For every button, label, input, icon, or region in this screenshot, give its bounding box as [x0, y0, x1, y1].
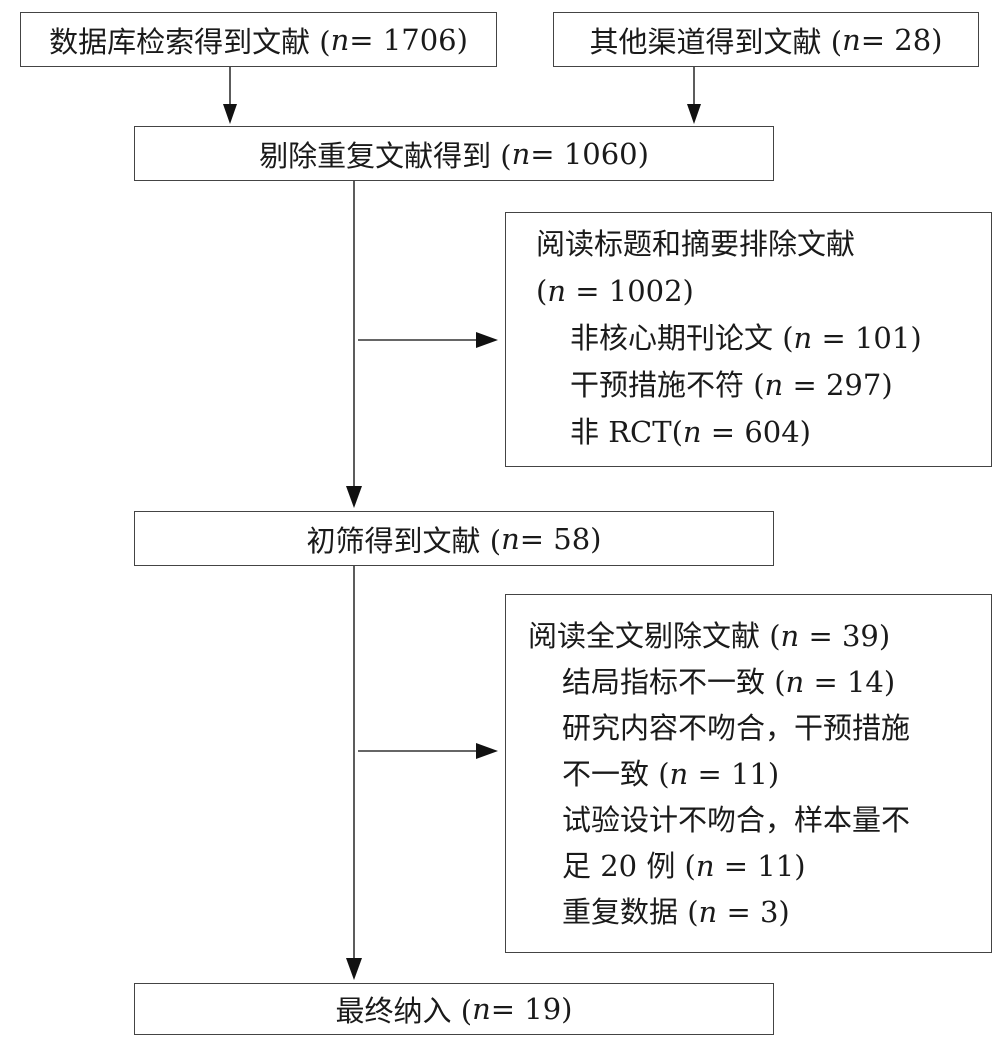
n-symbol: n	[501, 521, 520, 556]
exclusion-1-title: 阅读标题和摘要排除文献	[536, 227, 856, 261]
deduplication-count: = 1060)	[530, 136, 649, 171]
exclusion-1-total: (n = 1002)	[536, 274, 694, 308]
exclusion-1-item-non-core-journal: 非核心期刊论文 (n = 101)	[570, 321, 922, 355]
n-symbol: n	[511, 136, 531, 171]
initial-screening-label: 初筛得到文献 (	[306, 523, 502, 558]
initial-screening-box: 初筛得到文献 (n = 58)	[134, 511, 774, 566]
n-symbol: n	[842, 22, 861, 57]
final-included-count: = 19)	[490, 992, 573, 1026]
n-symbol: n	[330, 22, 350, 57]
database-search-box: 数据库检索得到文献 (n = 1706)	[20, 12, 497, 67]
exclusion-2-item-design-line2: 足 20 例 (n = 11)	[562, 849, 806, 883]
final-included-label: 最终纳入 (	[335, 994, 473, 1028]
other-sources-count: = 28)	[860, 22, 943, 57]
exclusion-2-item-content-line1: 研究内容不吻合，干预措施	[562, 711, 911, 745]
n-symbol: n	[472, 992, 491, 1026]
arrowhead-db-to-dedup	[223, 104, 237, 124]
exclusion-1-item-intervention-mismatch: 干预措施不符 (n = 297)	[570, 368, 893, 402]
initial-screening-count: = 58)	[519, 521, 602, 556]
arrowhead-exclusion-1	[476, 332, 498, 348]
final-included-box: 最终纳入 (n = 19)	[134, 983, 774, 1035]
exclusion-2-item-outcome: 结局指标不一致 (n = 14)	[562, 665, 896, 699]
full-text-exclusion-box: 阅读全文剔除文献 (n = 39) 结局指标不一致 (n = 14) 研究内容不…	[505, 594, 992, 953]
other-sources-label: 其他渠道得到文献 (	[589, 24, 843, 59]
exclusion-2-item-duplicate: 重复数据 (n = 3)	[562, 895, 790, 929]
deduplication-box: 剔除重复文献得到 (n = 1060)	[134, 126, 774, 181]
exclusion-2-item-content-line2: 不一致 (n = 11)	[562, 757, 780, 791]
arrowhead-exclusion-2	[476, 743, 498, 759]
exclusion-2-title: 阅读全文剔除文献 (n = 39)	[528, 619, 891, 653]
other-sources-box: 其他渠道得到文献 (n = 28)	[553, 12, 979, 67]
arrowhead-screen-to-final	[346, 958, 362, 980]
arrowhead-dedup-to-screen	[346, 486, 362, 508]
deduplication-label: 剔除重复文献得到 (	[259, 138, 512, 173]
database-search-label: 数据库检索得到文献 (	[49, 24, 331, 59]
database-search-count: = 1706)	[349, 22, 468, 57]
exclusion-1-item-non-rct: 非 RCT(n = 604)	[570, 415, 811, 449]
title-abstract-exclusion-box: 阅读标题和摘要排除文献 (n = 1002) 非核心期刊论文 (n = 101)…	[505, 212, 992, 467]
exclusion-2-item-design-line1: 试验设计不吻合，样本量不	[562, 803, 911, 837]
arrowhead-other-to-dedup	[687, 104, 701, 124]
